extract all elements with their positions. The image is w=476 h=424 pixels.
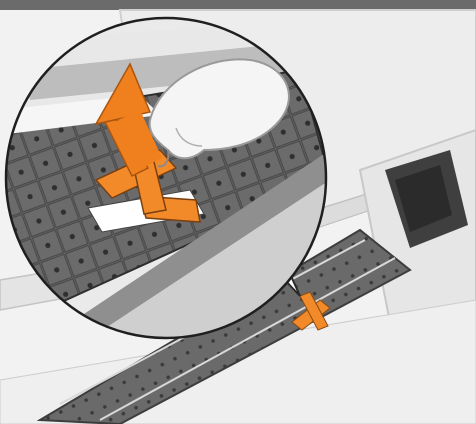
printer-illustration (0, 0, 476, 424)
illustration-canvas (0, 0, 476, 424)
